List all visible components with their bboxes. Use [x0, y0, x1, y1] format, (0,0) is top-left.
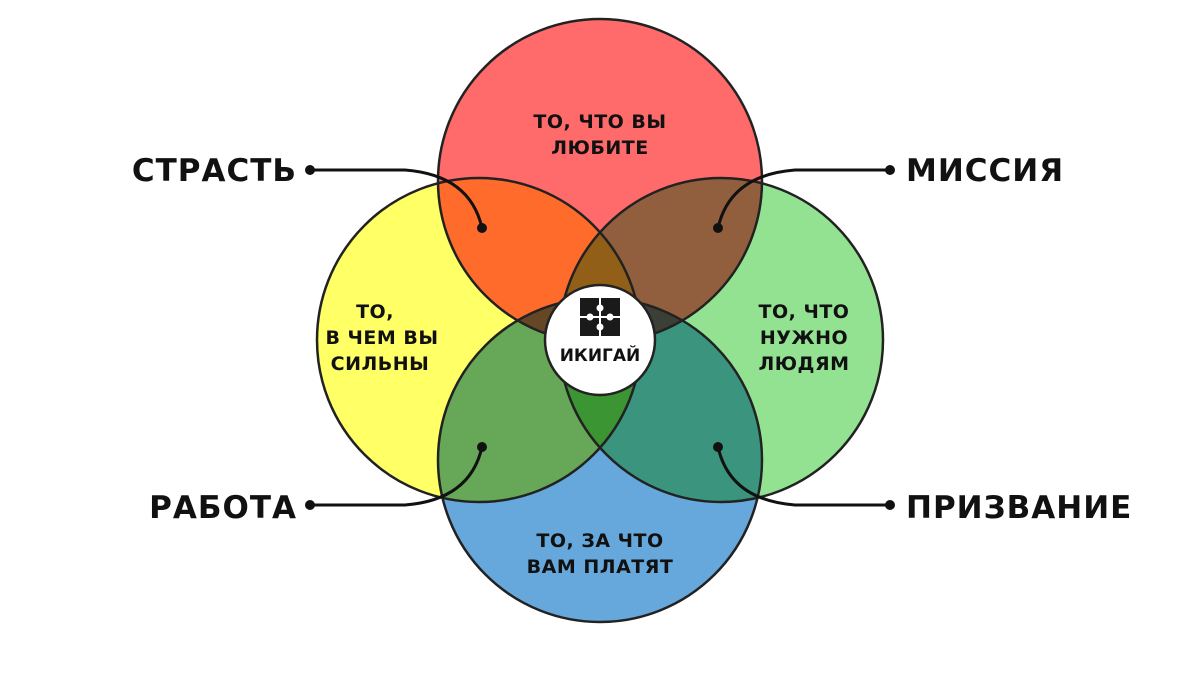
need-text-2: НУЖНО: [760, 327, 848, 349]
paid-text-2: ВАМ ПЛАТЯТ: [527, 556, 674, 578]
good-text-1: ТО,: [356, 301, 394, 323]
good-text-3: СИЛЬНЫ: [331, 353, 430, 375]
label-profession: РАБОТА: [149, 490, 297, 526]
need-text-3: ЛЮДЯМ: [758, 353, 849, 375]
center-circle: [543, 283, 657, 397]
paid-text-1: ТО, ЗА ЧТО: [536, 530, 663, 552]
need-text-1: ТО, ЧТО: [759, 301, 850, 323]
circle-paid: [438, 298, 762, 622]
love-text-2: ЛЮБИТЕ: [551, 137, 648, 159]
center-title: ИКИГАЙ: [560, 344, 641, 366]
label-vocation: ПРИЗВАНИЕ: [906, 490, 1132, 526]
good-text-2: В ЧЕМ ВЫ: [325, 327, 438, 349]
connectors: [310, 168, 890, 507]
label-passion: СТРАСТЬ: [132, 153, 297, 189]
label-mission: МИССИЯ: [906, 153, 1064, 189]
puzzle-icon: [580, 298, 620, 336]
connector-dots: [305, 165, 895, 510]
love-text-1: ТО, ЧТО ВЫ: [533, 111, 666, 133]
